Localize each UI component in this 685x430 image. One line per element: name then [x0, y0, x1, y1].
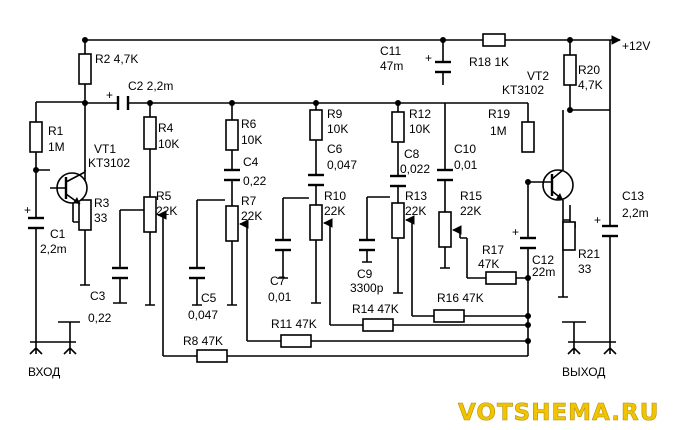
svg-text:+: + [512, 225, 519, 239]
capacitor-c3 [112, 266, 128, 280]
ground-symbols [80, 261, 568, 306]
resistor-r13 [391, 202, 405, 239]
capacitor-c13: + [594, 213, 618, 238]
capacitor-c8 [390, 174, 406, 188]
resistor-r3 [78, 199, 92, 231]
capacitor-c11: + [425, 51, 451, 74]
resistor-r6 [225, 119, 239, 151]
label-r11: R11 47K [271, 317, 317, 331]
resistor-r17 [485, 271, 517, 285]
capacitor-c12: + [512, 225, 536, 250]
capacitor-c2: + [106, 88, 130, 110]
label-r18: R18 1K [469, 55, 509, 69]
resistors [29, 33, 577, 363]
resistor-r9 [309, 109, 323, 141]
input-connector [29, 321, 80, 355]
resistor-r14 [362, 318, 394, 332]
resistor-r20 [563, 54, 577, 86]
label-r2: R2 4,7K [95, 52, 138, 66]
resistor-r19 [521, 121, 535, 153]
capacitors: + + + + + [24, 51, 618, 280]
svg-text:+: + [425, 51, 432, 65]
capacitor-c4 [224, 168, 240, 182]
potentiometer-wipers [157, 210, 462, 244]
label-r8: R8 47K [183, 334, 223, 348]
label-supply: +12V [622, 39, 650, 53]
capacitor-c7 [275, 238, 291, 252]
watermark-text: VOTSHEMA.RU [458, 400, 659, 426]
resistor-r12 [391, 111, 405, 143]
resistor-r21 [562, 221, 576, 251]
resistor-r8 [196, 349, 228, 363]
resistor-r11 [280, 334, 312, 348]
resistor-r2 [78, 53, 92, 85]
transistor-vt2 [540, 150, 574, 222]
capacitor-c1: + [24, 203, 44, 230]
resistor-r18 [482, 33, 506, 47]
capacitor-c5 [189, 266, 205, 280]
label-c2: C2 2,2m [128, 79, 173, 93]
label-output: ВЫХОД [562, 365, 605, 379]
resistor-r5 [143, 196, 157, 233]
capacitor-c6 [308, 173, 324, 187]
output-connector [562, 321, 617, 355]
resistor-r15 [438, 211, 452, 248]
resistor-r1 [29, 121, 43, 153]
wires [35, 39, 611, 357]
resistor-r7 [225, 205, 239, 242]
transistor-vt1 [50, 170, 88, 205]
svg-text:+: + [106, 88, 113, 102]
resistor-r4 [143, 116, 157, 150]
svg-text:+: + [24, 203, 31, 217]
label-input: ВХОД [28, 365, 60, 379]
resistor-r10 [309, 204, 323, 241]
capacitor-c10 [437, 168, 453, 182]
resistor-r16 [433, 309, 465, 323]
junctions [33, 37, 573, 344]
label-r14: R14 47K [352, 302, 399, 316]
capacitor-c9 [359, 238, 375, 252]
svg-text:+: + [594, 213, 601, 227]
label-r16: R16 47K [437, 291, 484, 305]
